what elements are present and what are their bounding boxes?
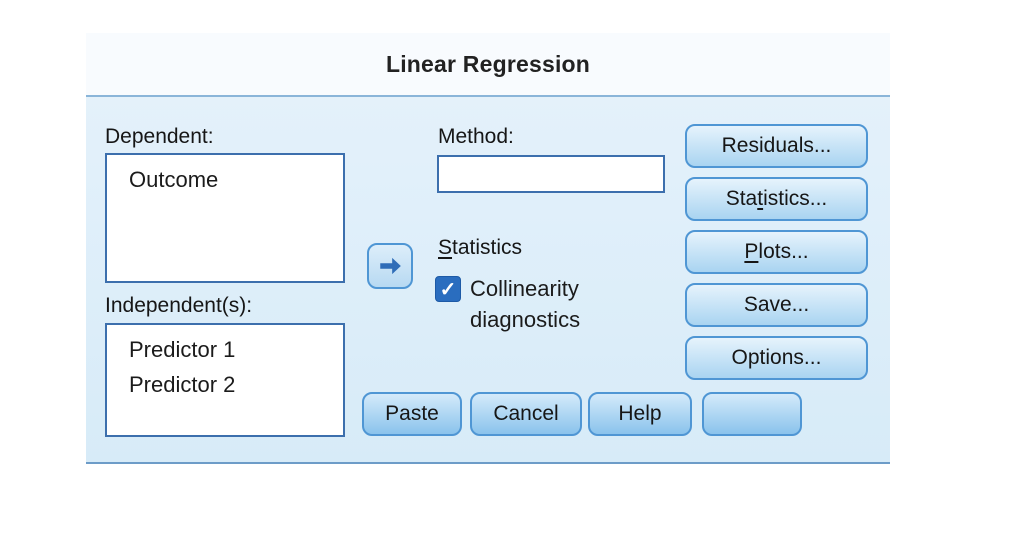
statistics-group-label: Statistics — [438, 236, 523, 259]
linear-regression-dialog: Linear Regression Dependent: Outcome Ind… — [86, 33, 890, 464]
dependent-label: Dependent: — [105, 125, 214, 148]
independent-listbox[interactable]: Predictor 1 Predictor 2 — [105, 323, 345, 437]
dependent-listbox[interactable]: Outcome — [105, 153, 345, 283]
list-item[interactable]: Predictor 2 — [129, 372, 236, 397]
independent-label: Independent(s): — [105, 294, 253, 317]
residuals-button[interactable]: Residuals... — [685, 124, 868, 168]
right-arrow-icon — [377, 253, 403, 279]
collinearity-row: ✓ Collinearity diagnostics — [435, 276, 620, 335]
statistics-button[interactable]: Statistics... — [685, 177, 868, 221]
blank-button[interactable] — [702, 392, 802, 436]
cancel-button[interactable]: Cancel — [470, 392, 582, 436]
save-button[interactable]: Save... — [685, 283, 868, 327]
plots-button[interactable]: Plots... — [685, 230, 868, 274]
collinearity-checkbox[interactable]: ✓ — [435, 276, 461, 302]
paste-button[interactable]: Paste — [362, 392, 462, 436]
method-input[interactable] — [437, 155, 665, 193]
dialog-title: Linear Regression — [385, 50, 591, 77]
checkmark-icon: ✓ — [439, 278, 457, 301]
move-variable-button[interactable] — [367, 243, 413, 289]
list-item[interactable]: Outcome — [129, 167, 219, 192]
help-button[interactable]: Help — [588, 392, 692, 436]
list-item[interactable]: Predictor 1 — [129, 337, 236, 362]
options-button[interactable]: Options... — [685, 336, 868, 380]
method-label: Method: — [438, 125, 514, 148]
dialog-titlebar: Linear Regression — [86, 33, 890, 97]
collinearity-label[interactable]: Collinearity diagnostics — [470, 276, 581, 332]
